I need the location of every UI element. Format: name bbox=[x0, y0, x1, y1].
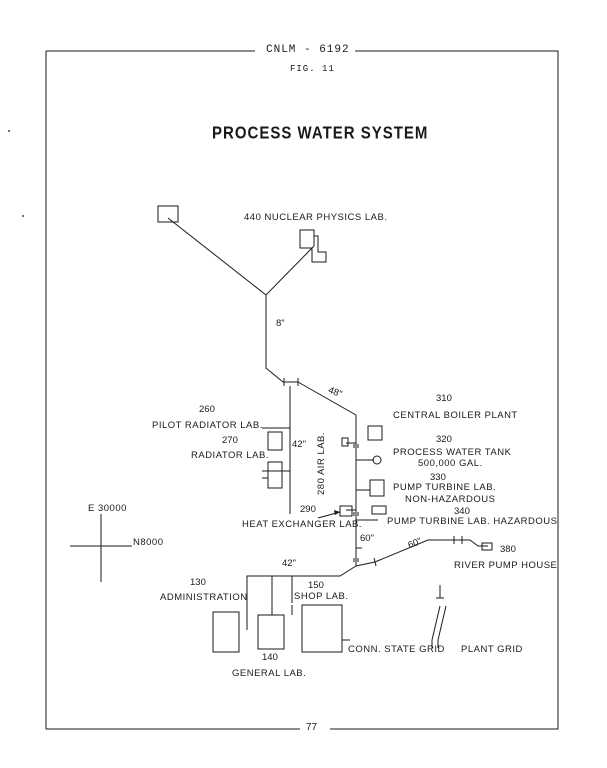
pipe-size-north: 8" bbox=[276, 318, 285, 329]
pipe-diagonal-48 bbox=[297, 381, 357, 566]
num-shop: 150 bbox=[308, 580, 324, 591]
building-air-lab-tab bbox=[341, 437, 349, 447]
num-administration: 130 bbox=[190, 577, 206, 588]
pipe-north-branch bbox=[167, 217, 315, 383]
building-heat-exchanger bbox=[339, 505, 353, 517]
page-number: 77 bbox=[302, 722, 322, 733]
building-440-east bbox=[299, 229, 327, 263]
num-pilot-radiator: 260 bbox=[199, 404, 215, 415]
coordinate-east: E 30000 bbox=[88, 503, 127, 514]
figure-number: FIG. 11 bbox=[290, 64, 335, 74]
building-administration bbox=[212, 611, 240, 653]
building-shop-lab bbox=[301, 604, 343, 653]
num-river-pump: 380 bbox=[500, 544, 516, 555]
num-pump-nonhaz: 330 bbox=[430, 472, 446, 483]
building-river-pump bbox=[481, 542, 493, 551]
label-water-tank: PROCESS WATER TANK bbox=[393, 447, 512, 458]
pipe-south-main bbox=[246, 565, 357, 630]
num-radiator: 270 bbox=[222, 435, 238, 446]
building-radiator bbox=[262, 461, 283, 489]
coordinate-cross bbox=[70, 514, 132, 582]
label-pilot-radiator: PILOT RADIATOR LAB. bbox=[152, 420, 263, 431]
building-440-west bbox=[157, 205, 179, 223]
diagram-title: PROCESS WATER SYSTEM bbox=[212, 123, 429, 144]
document-id: CNLM - 6192 bbox=[262, 44, 354, 56]
label-administration: ADMINISTRATION bbox=[160, 592, 248, 603]
label-radiator: RADIATOR LAB. bbox=[191, 450, 269, 461]
num-central-boiler: 310 bbox=[436, 393, 452, 404]
label-shop: SHOP LAB. bbox=[294, 591, 349, 602]
pipe-size-south: 42" bbox=[282, 558, 296, 569]
label-pump-haz: PUMP TURBINE LAB. HAZARDOUS bbox=[387, 516, 558, 527]
process-water-tank-symbol bbox=[372, 455, 382, 465]
label-pump-nonhaz-2: NON-HAZARDOUS bbox=[405, 494, 496, 505]
pipe-size-west: 42" bbox=[292, 439, 306, 450]
building-pilot-radiator bbox=[267, 431, 283, 451]
label-general: GENERAL LAB. bbox=[232, 668, 307, 679]
state-grid-line bbox=[291, 605, 350, 641]
pipe-size-east: 60" bbox=[360, 533, 374, 544]
num-heat-exchanger: 290 bbox=[300, 504, 316, 515]
label-heat-exchanger: HEAT EXCHANGER LAB. bbox=[242, 519, 363, 530]
label-air-lab: 280 AIR LAB. bbox=[316, 431, 327, 495]
num-water-tank: 320 bbox=[436, 434, 452, 445]
plant-grid-symbol bbox=[431, 585, 447, 648]
coordinate-north: N8000 bbox=[133, 537, 164, 548]
label-central-boiler: CENTRAL BOILER PLANT bbox=[393, 410, 518, 421]
label-river-pump: RIVER PUMP HOUSE bbox=[454, 560, 558, 571]
pipe-east-branches bbox=[346, 442, 378, 549]
label-water-tank-capacity: 500,000 GAL. bbox=[418, 458, 483, 469]
num-pump-haz: 340 bbox=[454, 506, 470, 517]
label-plant-grid: PLANT GRID bbox=[461, 644, 523, 655]
label-state-grid: CONN. STATE GRID bbox=[348, 644, 445, 655]
building-pump-turbine-haz bbox=[371, 505, 387, 515]
scan-speck bbox=[22, 215, 24, 217]
pipe-west-branch bbox=[262, 427, 290, 472]
pipe-river bbox=[355, 539, 488, 567]
label-pump-nonhaz-1: PUMP TURBINE LAB. bbox=[393, 482, 497, 493]
building-central-boiler bbox=[367, 425, 383, 441]
label-nuclear-physics: 440 NUCLEAR PHYSICS LAB. bbox=[244, 212, 388, 223]
building-pump-turbine-nonhaz bbox=[369, 479, 385, 497]
scan-speck bbox=[8, 130, 10, 132]
building-general-lab bbox=[257, 614, 285, 650]
num-general: 140 bbox=[262, 652, 278, 663]
valve-ticks bbox=[283, 378, 463, 567]
page-frame bbox=[45, 50, 559, 730]
